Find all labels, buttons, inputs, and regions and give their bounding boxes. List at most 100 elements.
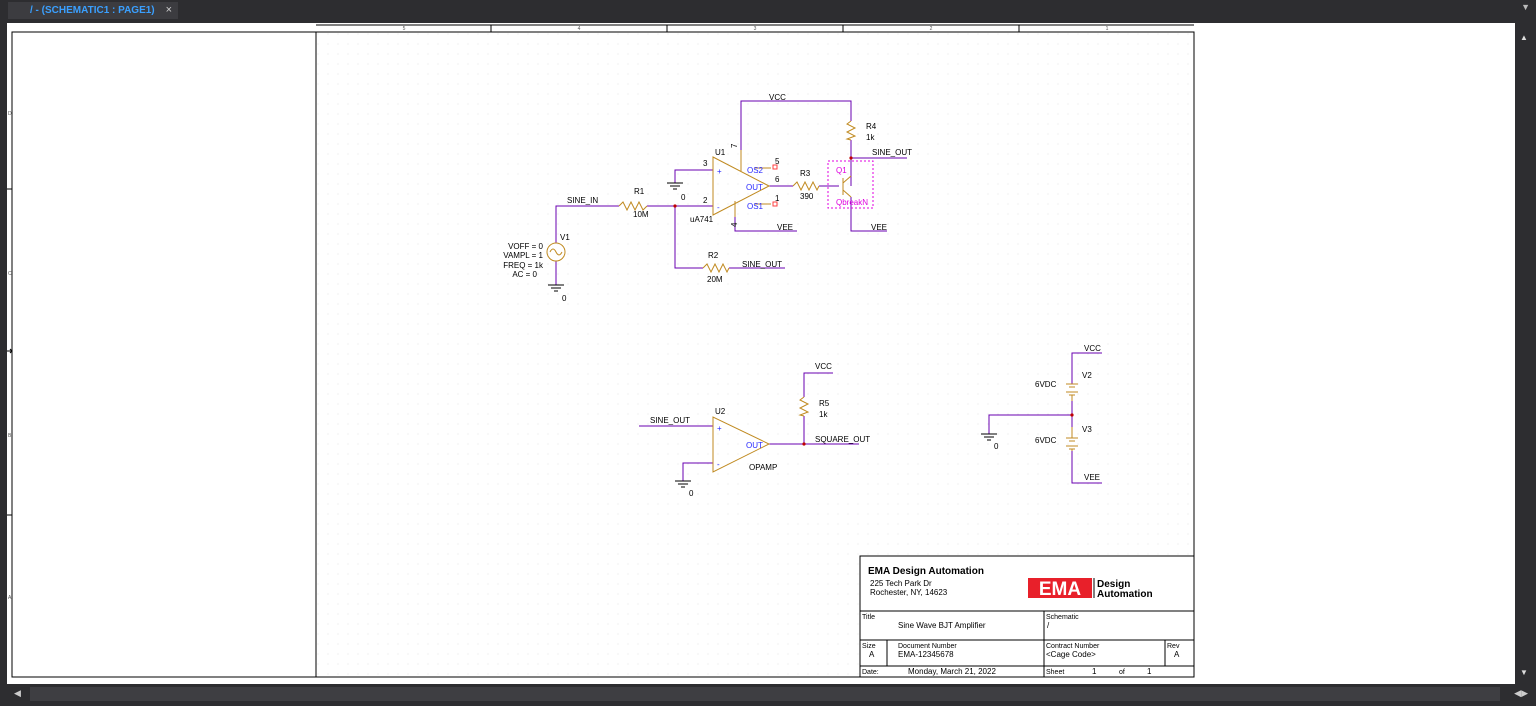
vertical-scrollbar[interactable]: ▲ ▼ xyxy=(1515,23,1536,684)
sheet-label: Sheet xyxy=(1046,669,1064,676)
ground-symbols xyxy=(548,182,997,488)
net-sine-in: SINE_IN xyxy=(567,196,598,205)
junctions xyxy=(673,156,1074,446)
v2-value: 6VDC xyxy=(1035,380,1057,389)
net-vcc: VCC xyxy=(1084,344,1101,353)
net-sine-out: SINE_OUT xyxy=(650,416,690,425)
dc-source-labels: V2 6VDC V3 6VDC xyxy=(1035,371,1092,445)
ground-labels: 0 0 0 0 xyxy=(562,193,999,498)
u1-pin6: 6 xyxy=(775,175,780,184)
row-label: C xyxy=(8,271,12,277)
u1-os1: OS1 xyxy=(747,202,764,211)
u1-plus: + xyxy=(717,167,722,176)
contract-value: <Cage Code> xyxy=(1046,650,1096,659)
rev-value: A xyxy=(1174,650,1180,659)
scroll-up-icon[interactable]: ▲ xyxy=(1520,33,1528,42)
company-name: EMA Design Automation xyxy=(868,566,984,577)
gnd-label: 0 xyxy=(689,489,694,498)
column-markers: 5 4 3 2 1 xyxy=(316,24,1194,32)
r4-value: 1k xyxy=(866,133,875,142)
q1-name: Q1 xyxy=(836,166,847,175)
schematic-canvas[interactable]: 5 4 3 2 1 D C B A xyxy=(7,23,1515,684)
q1-transistor[interactable]: Q1 QbreakN xyxy=(827,160,874,209)
r4-name: R4 xyxy=(866,122,877,131)
schematic-drawing: 5 4 3 2 1 D C B A xyxy=(7,24,1195,678)
address-line: Rochester, NY, 14623 xyxy=(870,588,948,597)
column-label: 5 xyxy=(403,26,406,32)
net-sine-out: SINE_OUT xyxy=(742,260,782,269)
docnum-label: Document Number xyxy=(898,643,957,650)
wires xyxy=(555,100,1102,484)
u1-pin5: 5 xyxy=(775,157,780,166)
ema-logo: EMA Design Automation xyxy=(1028,578,1153,600)
resistor-labels: R1 10M R2 20M R3 390 R4 1k R5 1k xyxy=(633,122,877,419)
row-label: A xyxy=(8,595,12,601)
u1-name: U1 xyxy=(715,148,726,157)
close-icon[interactable]: × xyxy=(165,4,172,16)
of-label: of xyxy=(1119,669,1125,676)
v3-value: 6VDC xyxy=(1035,436,1057,445)
schematic-label: Schematic xyxy=(1046,614,1079,621)
r1-value: 10M xyxy=(633,210,649,219)
logo-text: Automation xyxy=(1097,589,1153,600)
logo-text: Design xyxy=(1097,579,1130,590)
gnd-label: 0 xyxy=(681,193,686,202)
scroll-right-icon[interactable]: ◀▶ xyxy=(1514,688,1528,698)
sheet-value: 1 xyxy=(1092,667,1097,676)
tab-bar: / - (SCHEMATIC1 : PAGE1) × ▼ xyxy=(0,0,1536,20)
net-sine-out: SINE_OUT xyxy=(872,148,912,157)
u1-opamp[interactable]: U1 3 2 7 4 5 6 1 + - OS2 OUT OS1 uA741 xyxy=(690,143,780,227)
rev-label: Rev xyxy=(1167,643,1180,650)
title-value: Sine Wave BJT Amplifier xyxy=(898,621,986,630)
column-label: 1 xyxy=(1106,26,1109,32)
u2-plus: + xyxy=(717,424,722,433)
u1-minus: - xyxy=(717,203,720,212)
u1-pin4: 4 xyxy=(730,222,739,227)
net-vcc: VCC xyxy=(769,93,786,102)
u1-pin3: 3 xyxy=(703,159,708,168)
net-vee: VEE xyxy=(1084,473,1100,482)
u1-os2: OS2 xyxy=(747,166,764,175)
v1-name: V1 xyxy=(560,233,570,242)
v1-param: VOFF = 0 xyxy=(508,242,543,251)
column-label: 4 xyxy=(578,26,581,32)
gnd-label: 0 xyxy=(994,442,999,451)
net-vee: VEE xyxy=(871,223,887,232)
q1-model: QbreakN xyxy=(836,198,868,207)
v2-name: V2 xyxy=(1082,371,1092,380)
r3-name: R3 xyxy=(800,169,811,178)
u1-pin1: 1 xyxy=(775,194,780,203)
u2-opamp[interactable]: U2 + - OUT OPAMP xyxy=(712,407,777,473)
u1-pin2: 2 xyxy=(703,196,708,205)
contract-label: Contract Number xyxy=(1046,643,1100,650)
docnum-value: EMA-12345678 xyxy=(898,650,954,659)
gnd-label: 0 xyxy=(562,294,567,303)
resistors[interactable] xyxy=(618,120,857,417)
tab-title: / - (SCHEMATIC1 : PAGE1) xyxy=(30,5,155,16)
tab-schematic-page1[interactable]: / - (SCHEMATIC1 : PAGE1) × xyxy=(8,2,178,19)
v1-param: AC = 0 xyxy=(512,270,537,279)
logo-text: EMA xyxy=(1039,579,1082,600)
dc-sources[interactable] xyxy=(1066,383,1078,451)
chevron-down-icon[interactable]: ▼ xyxy=(1521,2,1530,12)
net-vee: VEE xyxy=(777,223,793,232)
date-label: Date: xyxy=(862,669,879,676)
row-label: D xyxy=(8,111,12,117)
scrollbar-thumb[interactable] xyxy=(30,687,1500,701)
r3-value: 390 xyxy=(800,192,814,201)
horizontal-scrollbar[interactable]: ◀ ◀▶ xyxy=(0,684,1536,706)
v1-param: FREQ = 1k xyxy=(503,261,544,270)
r2-name: R2 xyxy=(708,251,719,260)
net-square-out: SQUARE_OUT xyxy=(815,435,870,444)
title-block: EMA Design Automation 225 Tech Park Dr R… xyxy=(859,555,1195,678)
address-line: 225 Tech Park Dr xyxy=(870,579,932,588)
size-label: Size xyxy=(862,643,876,650)
r5-name: R5 xyxy=(819,399,830,408)
r2-value: 20M xyxy=(707,275,723,284)
scroll-down-icon[interactable]: ▼ xyxy=(1520,668,1528,677)
scroll-left-icon[interactable]: ◀ xyxy=(14,688,21,698)
v1-source[interactable]: V1 VOFF = 0 VAMPL = 1 FREQ = 1k AC = 0 xyxy=(503,233,570,279)
column-label: 3 xyxy=(754,26,757,32)
r1-name: R1 xyxy=(634,187,645,196)
net-labels: VCC SINE_IN SINE_OUT SINE_OUT VEE VEE VC… xyxy=(567,93,1101,482)
